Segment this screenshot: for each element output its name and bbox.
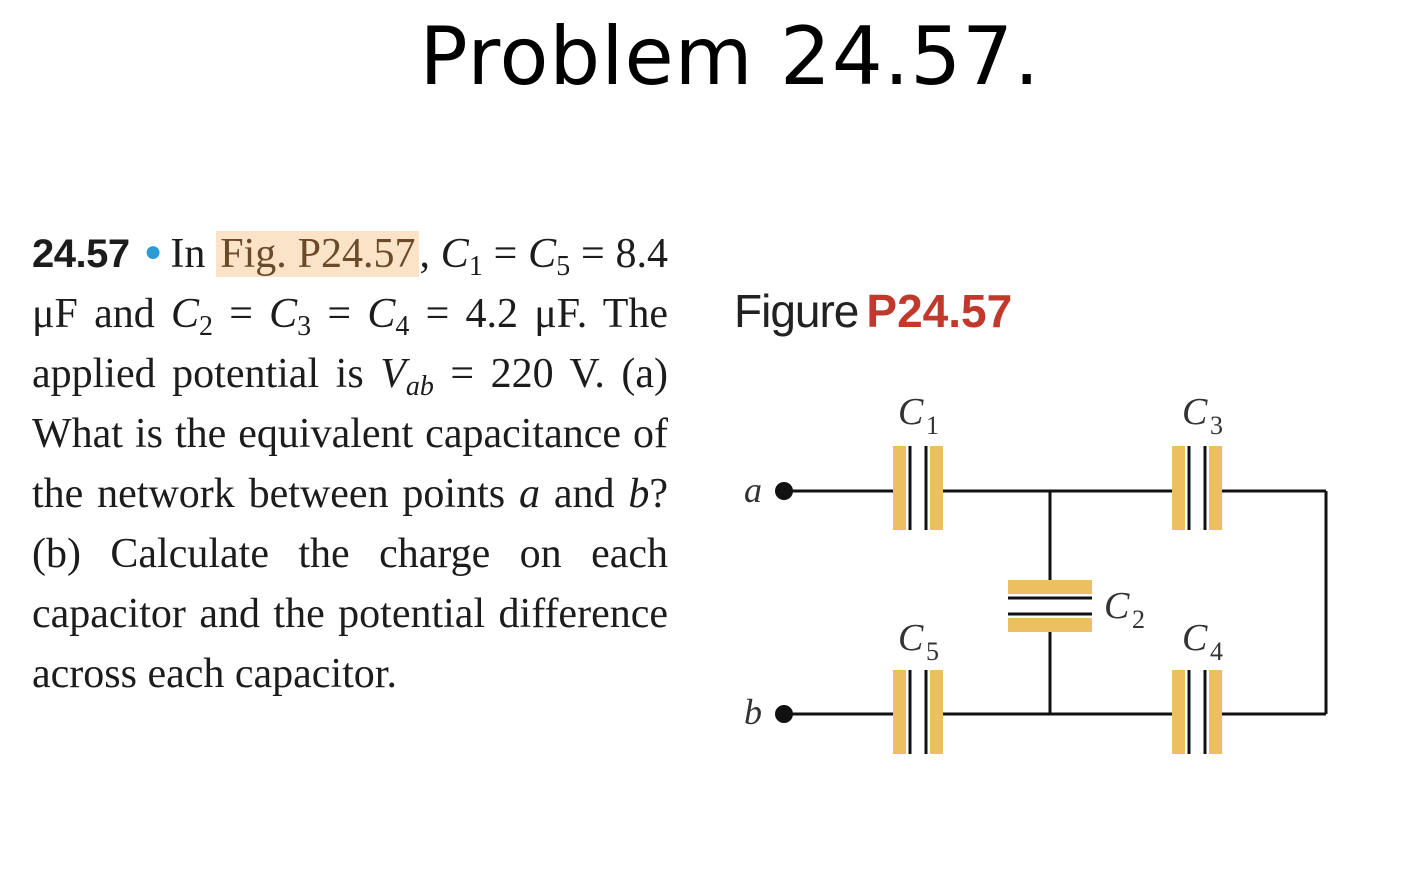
problem-number: 24.57 xyxy=(32,232,130,276)
value-2: = 4.2 μF. The applied potential is xyxy=(32,291,668,397)
equals-1: = xyxy=(482,231,529,277)
equals-3: = xyxy=(311,291,368,337)
var-c1: C xyxy=(440,231,469,277)
label-c5: C xyxy=(898,617,924,659)
point-a: a xyxy=(518,471,540,517)
capacitor-c2 xyxy=(1008,580,1092,632)
figure-number: P24.57 xyxy=(866,285,1013,337)
var-c4-sub: 4 xyxy=(395,311,410,342)
value-1: = 8.4 μF and xyxy=(32,231,669,337)
var-c4: C xyxy=(367,291,396,337)
circuit-wires xyxy=(790,489,1328,716)
label-c3: C xyxy=(1182,391,1208,433)
capacitor-c4 xyxy=(1172,670,1222,756)
terminal-b-label: b xyxy=(744,692,762,732)
capacitor-c1 xyxy=(893,446,943,532)
problem-statement: 24.57●In Fig. P24.57, C1 = C5 = 8.4 μF a… xyxy=(32,222,668,704)
terminal-b-dot xyxy=(775,705,793,723)
var-c3: C xyxy=(269,291,298,337)
var-c1-sub: 1 xyxy=(468,251,483,282)
var-v-sub: ab xyxy=(405,371,434,402)
and-text: and xyxy=(539,471,629,517)
figure-reference-link[interactable]: Fig. P24.57 xyxy=(216,231,420,277)
label-c1-sub: 1 xyxy=(926,411,939,440)
equals-2: = xyxy=(213,291,270,337)
problem-intro: In xyxy=(170,231,206,277)
bullet-icon: ● xyxy=(143,235,163,268)
label-c4: C xyxy=(1182,617,1208,659)
var-c3-sub: 3 xyxy=(297,311,312,342)
slide-title: Problem 24.57. xyxy=(419,10,1041,103)
label-c5-sub: 5 xyxy=(926,637,939,666)
problem-rest: ? (b) Calculate the charge on each capac… xyxy=(32,471,668,697)
var-c5-sub: 5 xyxy=(556,251,571,282)
label-c3-sub: 3 xyxy=(1210,411,1223,440)
label-c1: C xyxy=(898,391,924,433)
capacitor-c5 xyxy=(893,670,943,756)
var-c5: C xyxy=(528,231,557,277)
capacitor-c3 xyxy=(1172,446,1222,532)
var-c2: C xyxy=(170,291,199,337)
terminal-a-dot xyxy=(775,482,793,500)
comma: , xyxy=(419,231,430,277)
point-b: b xyxy=(628,471,650,517)
value-3: = 220 V. (a) What is the equivalent capa… xyxy=(32,351,668,517)
figure-word: Figure xyxy=(734,285,859,337)
var-v: V xyxy=(380,351,406,397)
terminal-a-label: a xyxy=(744,470,762,510)
label-c2: C xyxy=(1104,585,1130,627)
label-c4-sub: 4 xyxy=(1210,637,1223,666)
var-c2-sub: 2 xyxy=(199,311,213,342)
label-c2-sub: 2 xyxy=(1132,605,1145,634)
